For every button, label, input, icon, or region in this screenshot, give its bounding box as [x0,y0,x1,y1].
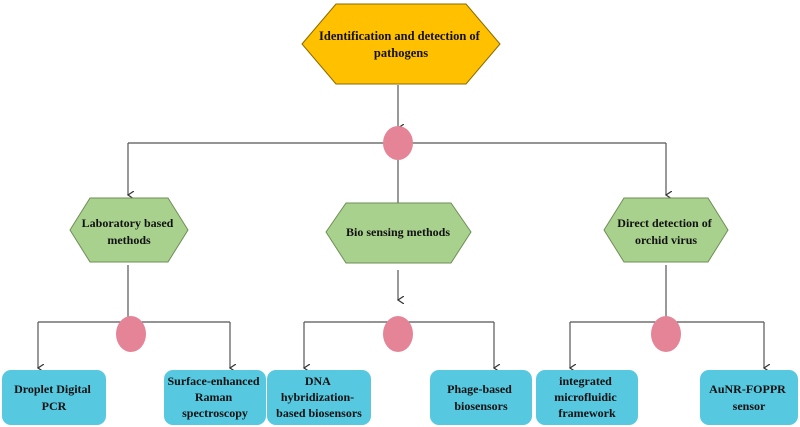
method-box [430,370,532,425]
junction-group-1 [116,316,146,352]
svg-text:Surface-enhanced Raman: Surface-enhanced Raman spectroscopy [168,374,263,420]
method-box [267,370,371,425]
category-hexagon [603,197,729,263]
svg-text:Droplet Digital PCR: Droplet Digital PCR [14,382,94,413]
category-node-laboratory: Laboratory based methods [69,197,189,263]
category-node-direct-detection: Direct detection of orchid virus [603,197,729,263]
method-2-label-line-3: spectroscopy [182,406,248,420]
svg-text:AuNR-FOPPR sensor: AuNR-FOPPR sensor [709,382,789,413]
root-label-line-2: pathogens [374,46,428,60]
category-3-label-line-1: Direct detection of [617,216,712,230]
method-4-label-line-1: Phage-based [447,382,512,396]
svg-text:Laboratory based methods: Laboratory based methods [82,216,177,247]
category-3-label-line-2: orchid virus [635,233,697,247]
method-2-label-line-1: Surface-enhanced [168,374,260,388]
category-hexagon [325,202,472,264]
method-6-label-line-1: AuNR-FOPPR [709,382,786,396]
method-6-label-line-2: sensor [733,399,766,413]
method-node-phage-based-biosensors: Phage-based biosensors [430,370,532,425]
method-node-droplet-digital-pcr: Droplet Digital PCR [2,370,106,425]
category-2-label-line-1: Bio sensing methods [346,225,450,239]
svg-text:Direct detection of orch: Direct detection of orchid virus [617,216,714,247]
method-box [2,370,106,425]
method-1-label-line-2: PCR [42,399,67,413]
junction-top [383,126,413,160]
category-hexagon [69,197,189,263]
root-hexagon [301,3,501,85]
method-box [164,370,266,425]
svg-text:Phage-based biosensors: Phage-based biosensors [447,382,515,413]
method-5-label-line-2: microfluidic [554,390,617,404]
category-node-biosensing: Bio sensing methods [325,202,472,264]
method-5-label-line-1: integrated [559,374,612,388]
junction-group-2 [383,316,413,352]
method-2-label-line-2: Raman [195,390,233,404]
method-5-label-line-3: framework [558,406,616,420]
method-node-dna-hybridization: DNA hybridization- based biosensors [267,370,371,425]
category-1-label-line-1: Laboratory based [82,216,174,230]
junctions [116,126,681,352]
svg-text:DNA hybridization-: DNA hybridization- based biosensors [276,374,362,420]
root-label-line-1: Identification and detection of [319,29,481,43]
method-node-aunr-foppr-sensor: AuNR-FOPPR sensor [700,370,798,425]
method-3-label-line-1: DNA [305,374,331,388]
root-node: Identification and detection of pathogen… [301,3,501,85]
method-box [700,370,798,425]
category-1-label-line-2: methods [107,233,151,247]
method-3-label-line-3: based biosensors [276,406,362,420]
method-1-label-line-1: Droplet Digital [14,382,91,396]
svg-text:integrated microfluidic: integrated microfluidic framework [554,374,619,420]
svg-text:Bio sensing methods: Bio sensing methods [346,225,450,239]
method-node-surface-enhanced-raman: Surface-enhanced Raman spectroscopy [164,370,266,425]
method-4-label-line-2: biosensors [454,399,508,413]
method-box [536,370,638,425]
svg-text:Identification and detection o: Identification and detection of pathogen… [319,29,483,60]
junction-group-3 [651,316,681,352]
method-node-integrated-microfluidic: integrated microfluidic framework [536,370,638,425]
method-3-label-line-2: hybridization- [281,390,354,404]
